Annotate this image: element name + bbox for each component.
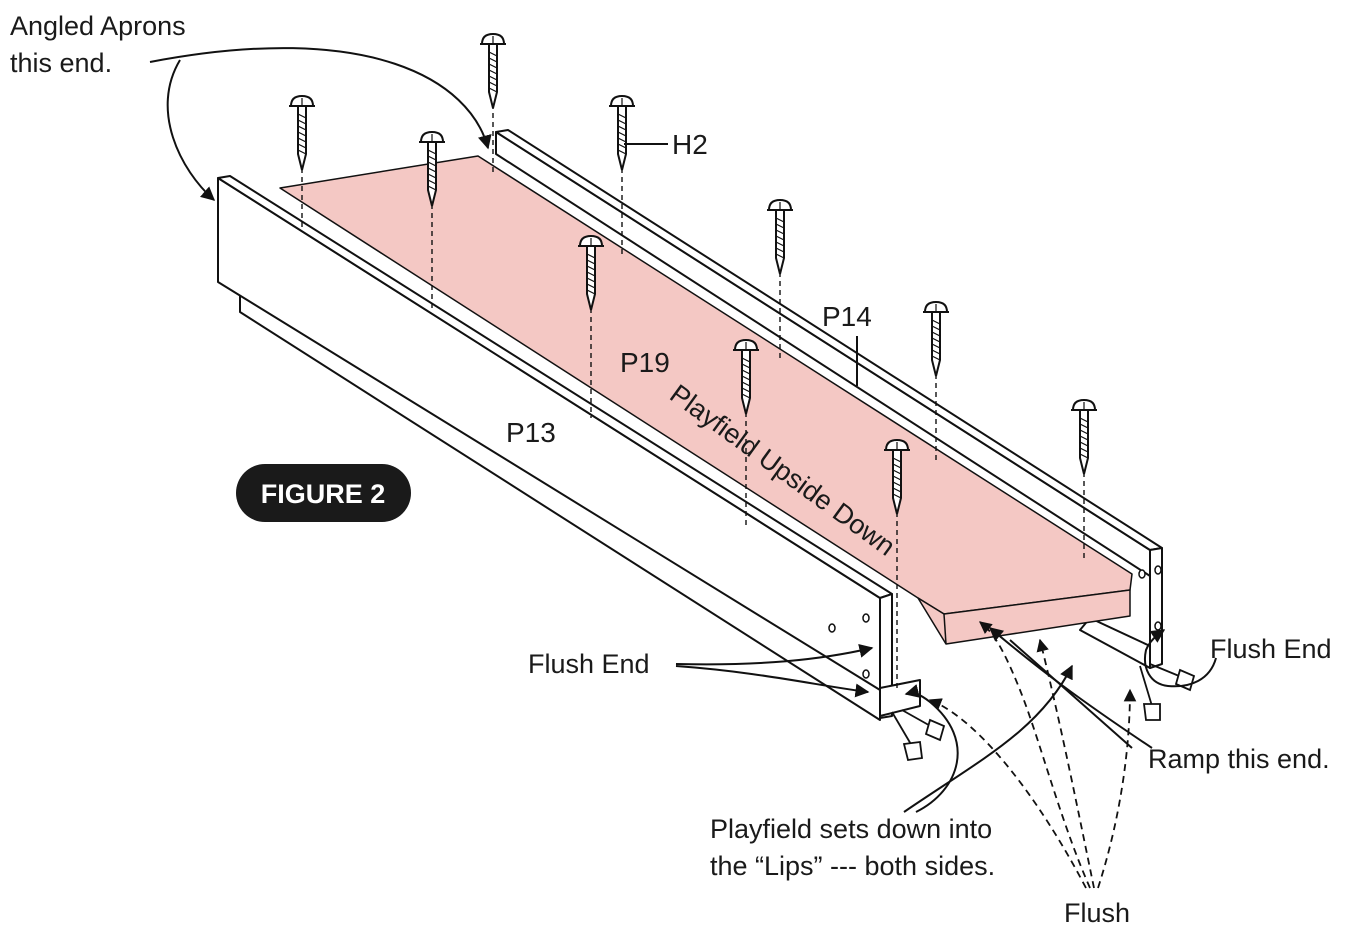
playfield-sets-label-line1: Playfield sets down into (710, 814, 992, 844)
flush-dashed-leaders (928, 621, 1137, 889)
left-panel-holes (828, 613, 870, 679)
part-label-p14: P14 (822, 301, 872, 332)
screw-icon (479, 33, 507, 109)
figure-badge-text: FIGURE 2 (261, 479, 386, 509)
flush-end-right-label: Flush End (1210, 634, 1332, 664)
hardware-label-h2: H2 (672, 129, 708, 160)
angled-aprons-label-line1: Angled Aprons (10, 11, 186, 41)
flush-label: Flush (1064, 898, 1130, 928)
screw-icon (766, 199, 794, 275)
flush-end-left-label: Flush End (528, 649, 650, 679)
angled-aprons-label-line2: this end. (10, 48, 112, 78)
left-side-panel (217, 175, 921, 721)
screw-icon (608, 95, 636, 171)
front-bolt-icon (891, 709, 946, 762)
part-label-p13: P13 (506, 417, 556, 448)
playfield-board (279, 155, 1133, 645)
ramp-end-label: Ramp this end. (1148, 744, 1330, 774)
screw-icon (1070, 399, 1098, 475)
figure-badge: FIGURE 2 (236, 464, 411, 522)
screw-icon (288, 95, 316, 171)
part-label-p19: P19 (620, 347, 670, 378)
playfield-sets-label-line2: the “Lips” --- both sides. (710, 851, 995, 881)
screw-icon (922, 301, 950, 377)
right-side-panel (495, 129, 1163, 669)
callout-leaders (149, 47, 1217, 813)
screw-guide-lines (301, 104, 1085, 690)
